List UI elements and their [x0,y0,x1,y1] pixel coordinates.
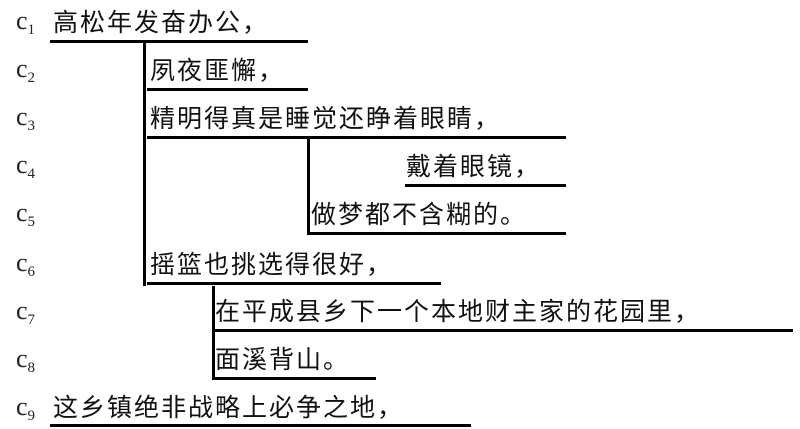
clause-text-c4: 戴着眼镜， [406,152,542,181]
underline-c8 [213,377,376,380]
clause-text-c5: 做梦都不含糊的。 [311,200,528,229]
underline-c2 [147,88,308,91]
clause-label-c5: c5 [16,198,36,230]
clause-label-c9: c9 [16,392,36,424]
clause-label-c7: c7 [16,296,36,328]
underline-c6 [147,282,441,285]
clause-text-c9: 这乡镇绝非战略上必争之地， [53,393,405,422]
clause-text-c7: 在平成县乡下一个本地财主家的花园里， [215,297,702,326]
clause-text-c1: 高松年发奋办公， [53,8,270,37]
clause-label-c8: c8 [16,344,36,376]
connector-c1-branch [143,40,146,286]
clause-label-c6: c6 [16,248,36,280]
underline-c5 [309,232,566,235]
clause-label-c3: c3 [16,102,36,134]
clause-label-c1: c1 [16,6,36,38]
clause-text-c2: 夙夜匪懈， [150,56,286,85]
connector-c6-branch [212,286,215,380]
underline-c4 [405,184,566,187]
clause-label-c4: c4 [16,150,36,182]
connector-c3-branch [307,136,310,235]
clause-label-c2: c2 [16,54,36,86]
underline-c7 [213,329,793,332]
underline-c9 [50,424,471,427]
clause-text-c6: 摇篮也挑选得很好， [150,250,394,279]
underline-c1 [50,40,308,43]
clause-text-c3: 精明得真是睡觉还睁着眼睛， [150,104,502,133]
clause-text-c8: 面溪背山。 [215,345,351,374]
underline-c3 [147,136,566,139]
